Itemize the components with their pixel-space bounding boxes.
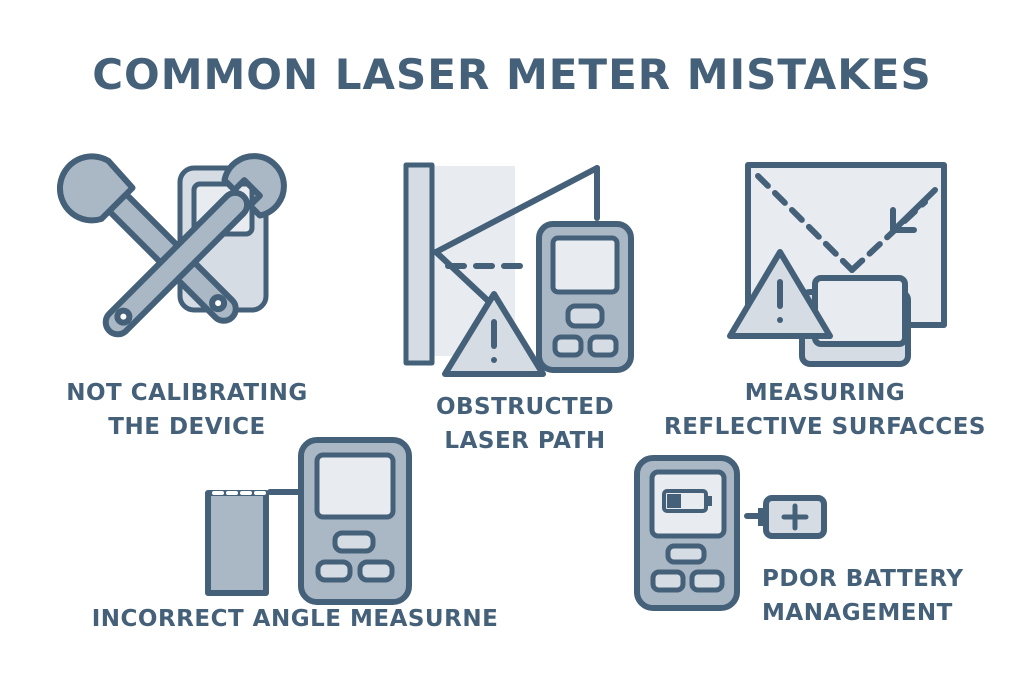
caption-reflective-surfaces: MEASURING REFLECTIVE SURFACCES [660,376,990,444]
caption-line: OBSTRUCTED [435,394,615,420]
angle-measure-icon [205,437,412,605]
caption-line: REFLECTIVE SURFACCES [663,414,986,440]
caption-line: INCORRECT ANGLE MEASURNE [91,606,499,632]
caption-obstructed-laser-path: OBSTRUCTED LASER PATH [410,390,640,458]
caption-line: PDOR BATTERY [762,566,964,592]
caption-incorrect-angle: INCORRECT ANGLE MEASURNE [90,602,500,636]
obstructed-laser-icon [403,162,634,377]
caption-line: MANAGEMENT [762,600,953,626]
caption-line: LASER PATH [444,428,606,454]
caption-line: NOT CALIBRATING [66,380,308,406]
wrench-screwdriver-icon [56,153,287,338]
battery-icon [634,455,827,611]
caption-line: MEASURING [744,380,906,406]
caption-not-calibrating: NOT CALIBRATING THE DEVICE [62,376,312,444]
caption-battery-management: PDOR BATTERY MANAGEMENT [762,562,982,630]
page-title: COMMON LASER METER MISTAKES [92,50,932,99]
reflective-surface-icon [727,162,947,367]
caption-line: THE DEVICE [108,414,266,440]
